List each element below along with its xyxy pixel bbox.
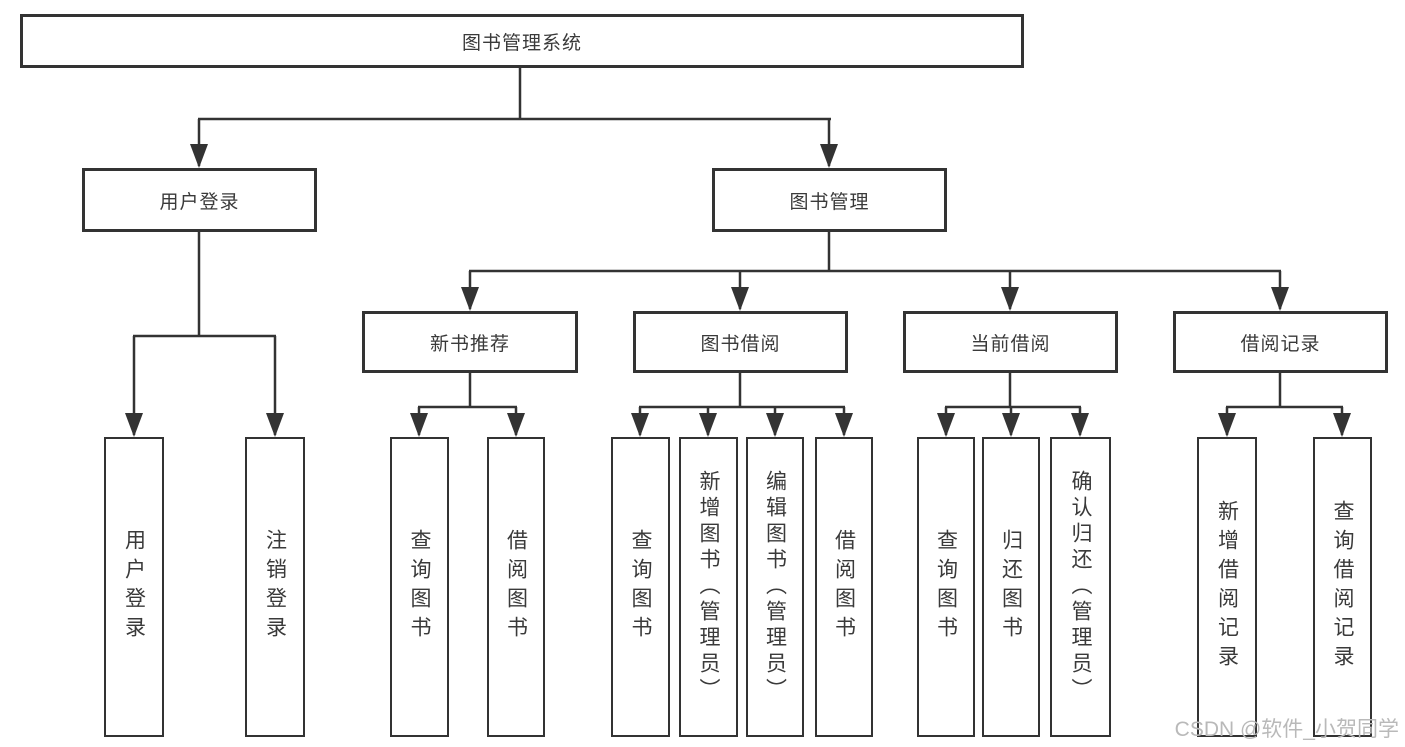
node-leaf-borrow-books-recommend: 借阅图书 xyxy=(487,437,545,737)
node-leaf-query-books-current: 查询图书 xyxy=(917,437,975,737)
node-leaf-return-book: 归还图书 xyxy=(982,437,1040,737)
node-leaf-confirm-return-admin-label: 确认归还（管理员） xyxy=(1069,470,1092,704)
node-leaf-return-book-label: 归还图书 xyxy=(999,529,1023,645)
node-book-management-label: 图书管理 xyxy=(789,191,870,213)
watermark: CSDN @软件_小贺同学 xyxy=(1174,718,1399,741)
node-leaf-borrow-books-recommend-label: 借阅图书 xyxy=(504,529,528,645)
node-leaf-query-books-borrow: 查询图书 xyxy=(611,437,670,737)
node-leaf-query-borrow-record-label: 查询借阅记录 xyxy=(1331,500,1354,674)
node-leaf-edit-book-admin-label: 编辑图书（管理员） xyxy=(763,470,787,704)
node-leaf-query-books-borrow-label: 查询图书 xyxy=(629,529,652,645)
node-book-borrowing-label: 图书借阅 xyxy=(700,333,781,355)
node-leaf-confirm-return-admin: 确认归还（管理员） xyxy=(1050,437,1111,737)
node-leaf-borrow-books: 借阅图书 xyxy=(815,437,873,737)
node-leaf-query-books-current-label: 查询图书 xyxy=(934,529,958,645)
node-leaf-add-book-admin-label: 新增图书（管理员） xyxy=(697,470,720,704)
node-book-borrowing: 图书借阅 xyxy=(633,311,848,373)
node-user-login-label: 用户登录 xyxy=(159,191,240,213)
node-leaf-query-books-recommend-label: 查询图书 xyxy=(408,529,431,645)
node-leaf-add-book-admin: 新增图书（管理员） xyxy=(679,437,738,737)
node-new-book-recommend: 新书推荐 xyxy=(362,311,578,373)
node-root: 图书管理系统 xyxy=(20,14,1024,68)
node-leaf-add-borrow-record: 新增借阅记录 xyxy=(1197,437,1257,737)
node-root-label: 图书管理系统 xyxy=(461,32,582,54)
node-leaf-user-login: 用户登录 xyxy=(104,437,164,737)
node-leaf-logout: 注销登录 xyxy=(245,437,305,737)
node-borrowing-records-label: 借阅记录 xyxy=(1240,333,1321,355)
node-leaf-query-books-recommend: 查询图书 xyxy=(390,437,449,737)
node-new-book-recommend-label: 新书推荐 xyxy=(429,333,510,355)
node-leaf-logout-label: 注销登录 xyxy=(263,529,287,645)
node-leaf-borrow-books-label: 借阅图书 xyxy=(832,529,856,645)
node-user-login: 用户登录 xyxy=(82,168,317,232)
node-borrowing-records: 借阅记录 xyxy=(1173,311,1388,373)
node-leaf-query-borrow-record: 查询借阅记录 xyxy=(1313,437,1372,737)
node-leaf-user-login-label: 用户登录 xyxy=(122,529,146,645)
node-book-management: 图书管理 xyxy=(712,168,947,232)
connector-stems xyxy=(132,68,1344,435)
node-current-borrowing: 当前借阅 xyxy=(903,311,1118,373)
node-current-borrowing-label: 当前借阅 xyxy=(970,333,1051,355)
node-leaf-add-borrow-record-label: 新增借阅记录 xyxy=(1215,500,1239,674)
node-leaf-edit-book-admin: 编辑图书（管理员） xyxy=(746,437,804,737)
